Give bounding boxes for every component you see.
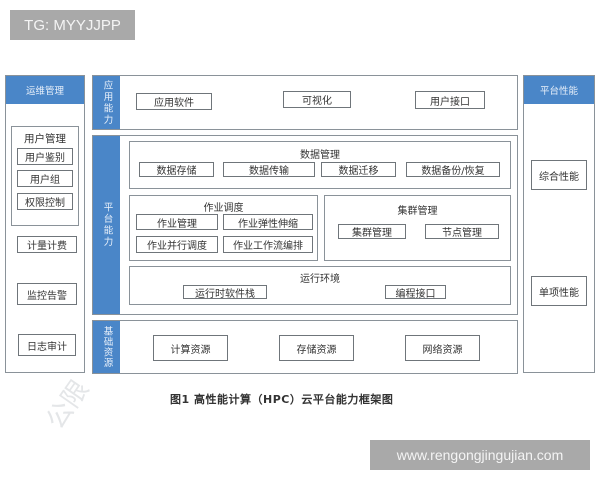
- programming-interface-box: 编程接口: [385, 285, 446, 300]
- platform-performance-header: 平台性能: [524, 76, 594, 104]
- ops-management-header: 运维管理: [6, 76, 84, 104]
- permission-control-box: 权限控制: [17, 193, 73, 210]
- metering-billing-box: 计量计费: [17, 236, 77, 253]
- user-authentication-box: 用户鉴别: [17, 148, 73, 165]
- monitoring-alert-box: 监控告警: [17, 283, 77, 305]
- watermark-tag-bottom: www.rengongjingujian.com: [370, 440, 590, 470]
- runtime-environment-title: 运行环境: [300, 274, 340, 285]
- platform-layer-label-text: 平台能力: [101, 202, 113, 248]
- job-management-box: 作业管理: [136, 214, 218, 230]
- storage-resources-box: 存储资源: [279, 335, 354, 361]
- network-resources-box: 网络资源: [405, 335, 480, 361]
- infrastructure-layer-label-text: 基础资源: [101, 326, 113, 368]
- job-scheduling-title: 作业调度: [203, 203, 244, 214]
- user-management-title: 用户管理: [24, 133, 66, 145]
- platform-layer: 平台能力 数据管理 数据存储 数据传输 数据迁移 数据备份/恢复 作业调度 作业…: [92, 135, 518, 315]
- figure-caption: 图1 高性能计算（HPC）云平台能力框架图: [170, 393, 394, 406]
- job-workflow-orchestration-box: 作业工作流编排: [223, 236, 313, 253]
- compute-resources-box: 计算资源: [153, 335, 228, 361]
- cluster-management-group: 集群管理 集群管理 节点管理: [324, 195, 511, 261]
- data-management-title: 数据管理: [300, 150, 340, 161]
- application-software-box: 应用软件: [136, 93, 212, 110]
- infrastructure-layer-label: 基础资源: [93, 321, 120, 373]
- job-elastic-scaling-box: 作业弹性伸缩: [223, 214, 313, 230]
- log-audit-box: 日志审计: [18, 334, 76, 356]
- data-transfer-box: 数据传输: [223, 162, 315, 177]
- data-storage-box: 数据存储: [139, 162, 214, 177]
- platform-layer-label: 平台能力: [93, 136, 120, 314]
- user-interface-box: 用户接口: [415, 91, 485, 109]
- infrastructure-layer: 基础资源 计算资源 存储资源 网络资源: [92, 320, 518, 374]
- watermark-tag-top: TG: MYYJJPP: [10, 10, 135, 40]
- job-scheduling-group: 作业调度 作业管理 作业弹性伸缩 作业并行调度 作业工作流编排: [129, 195, 318, 261]
- data-migration-box: 数据迁移: [321, 162, 396, 177]
- node-management-box: 节点管理: [425, 224, 499, 239]
- job-parallel-scheduling-box: 作业并行调度: [136, 236, 218, 253]
- application-layer-label: 应用能力: [93, 76, 120, 129]
- runtime-software-stack-box: 运行时软件栈: [183, 285, 267, 300]
- runtime-environment-group: 运行环境 运行时软件栈 编程接口: [129, 266, 511, 305]
- individual-performance-box: 单项性能: [531, 276, 587, 306]
- ops-management-panel: 运维管理 用户管理 用户鉴别 用户组 权限控制 计量计费 监控告警 日志审计: [5, 75, 85, 373]
- user-management-group: 用户管理 用户鉴别 用户组 权限控制: [11, 126, 79, 226]
- platform-performance-panel: 平台性能 综合性能 单项性能: [523, 75, 595, 373]
- cluster-management-box: 集群管理: [338, 224, 406, 239]
- faint-watermark: 公限: [40, 375, 96, 435]
- cluster-management-title: 集群管理: [397, 206, 438, 217]
- visualization-box: 可视化: [283, 91, 351, 108]
- overall-performance-box: 综合性能: [531, 160, 587, 190]
- data-management-group: 数据管理 数据存储 数据传输 数据迁移 数据备份/恢复: [129, 141, 511, 189]
- data-backup-restore-box: 数据备份/恢复: [406, 162, 500, 177]
- application-layer-label-text: 应用能力: [101, 79, 113, 126]
- user-group-box: 用户组: [17, 170, 73, 187]
- application-layer: 应用能力 应用软件 可视化 用户接口: [92, 75, 518, 130]
